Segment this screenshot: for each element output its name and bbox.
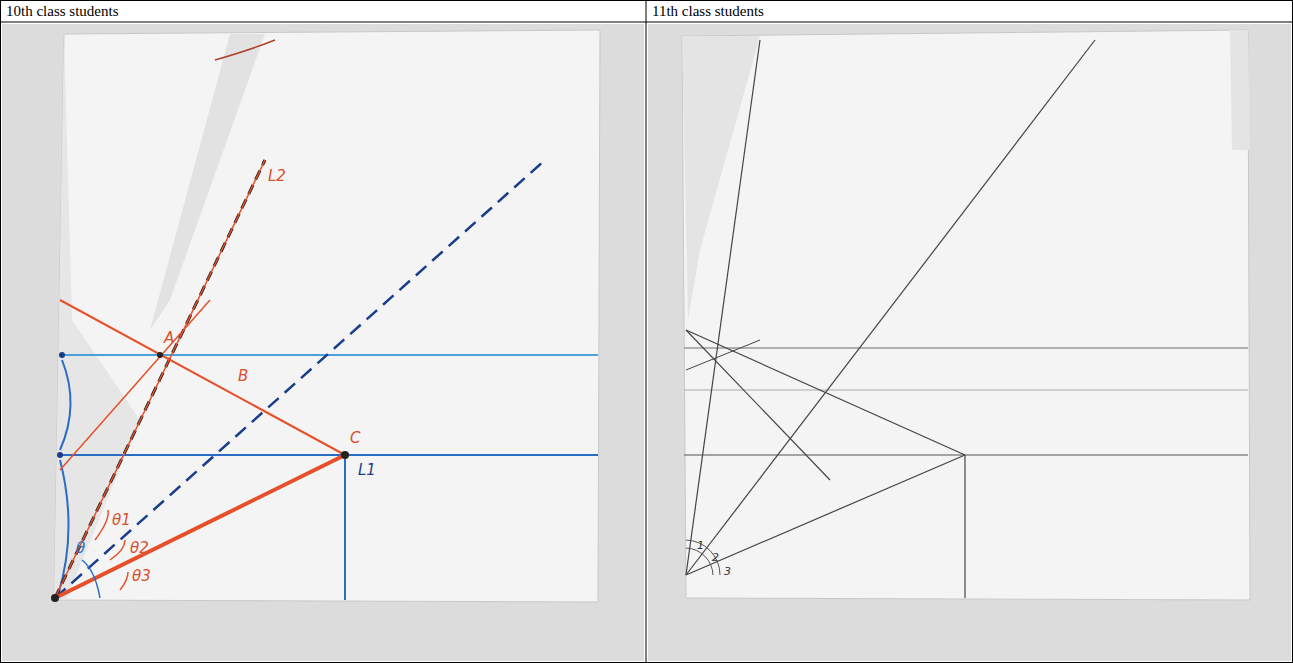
angle-number: 1 — [697, 540, 704, 552]
angle-label: θ3 — [132, 568, 151, 585]
angle-number: 2 — [712, 552, 719, 564]
angle-label: θ — [76, 540, 85, 557]
table-header: 10th class students — [6, 3, 119, 20]
angle-number: 3 — [724, 566, 731, 578]
point-label: A — [164, 330, 174, 347]
angle-label: θ1 — [112, 512, 131, 529]
line-label: L2 — [268, 168, 286, 185]
line-label: L1 — [358, 462, 376, 479]
table-header: 11th class students — [652, 3, 764, 20]
point-label: B — [238, 368, 248, 385]
angle-label: θ2 — [130, 540, 149, 557]
point-label: C — [350, 430, 360, 447]
